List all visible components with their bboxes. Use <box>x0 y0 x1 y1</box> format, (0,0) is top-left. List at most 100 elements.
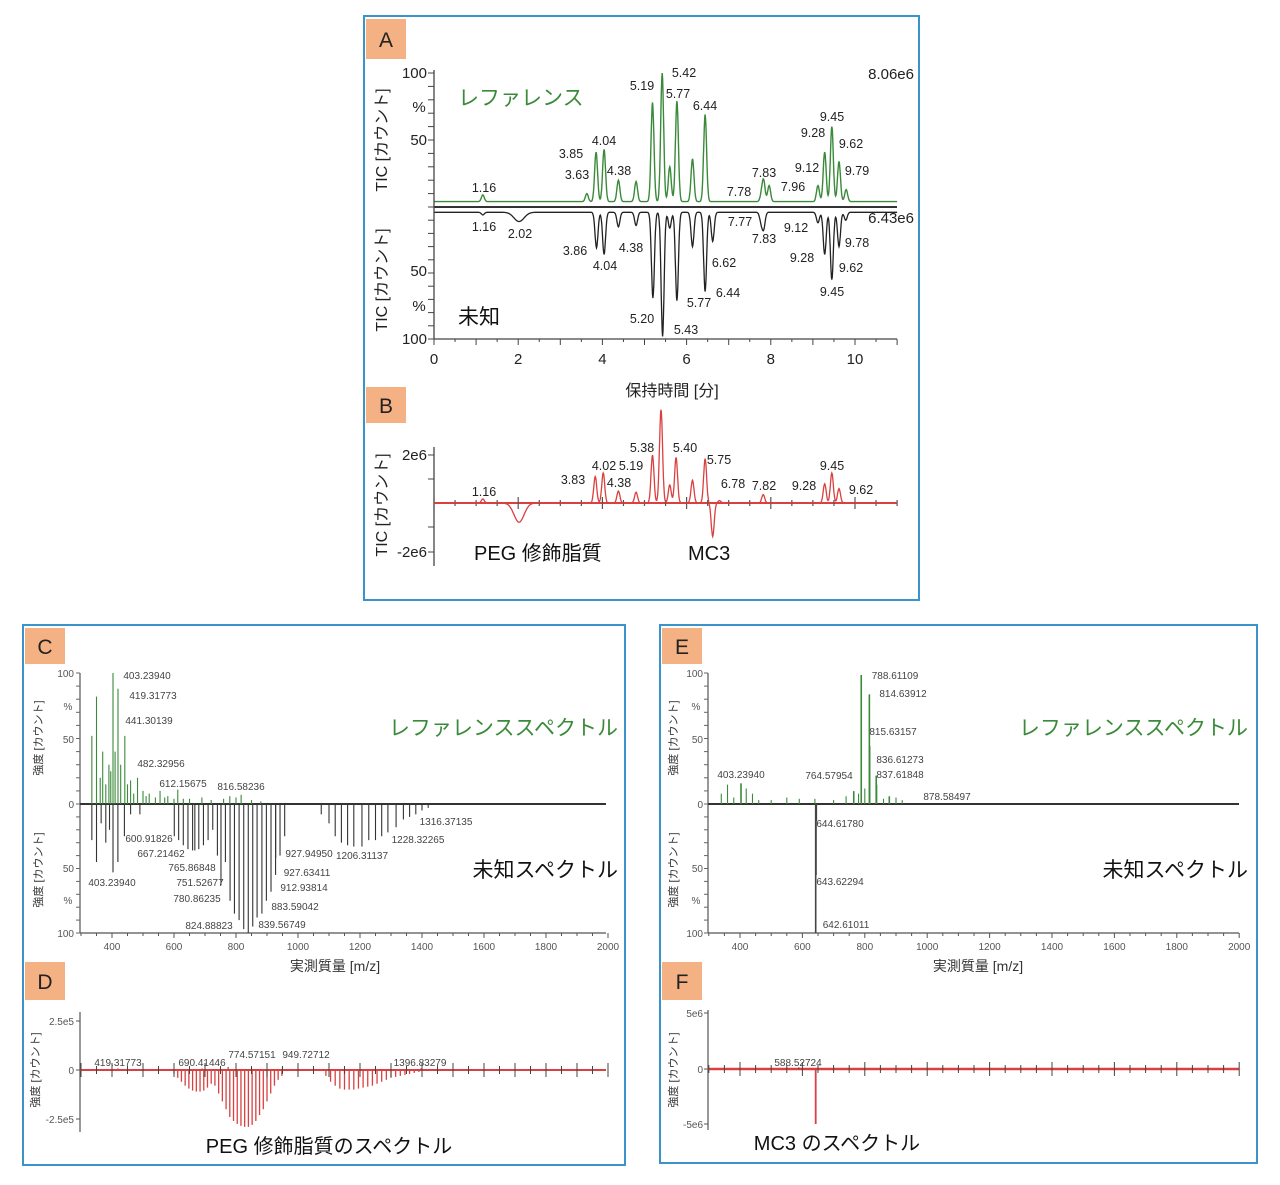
unknown-chromatogram-trace <box>434 211 898 337</box>
c-bottom-ylabel: 強度 [カウント] <box>31 832 45 907</box>
unknown-peak-label: 7.83 <box>752 232 776 246</box>
reference-spectrum-peak-label: 764.57954 <box>805 771 853 782</box>
f-ylabel: 強度 [カウント] <box>666 1032 680 1107</box>
reference-peak-label: 3.63 <box>565 168 589 182</box>
a-ytick-50: 50 <box>410 132 427 149</box>
a-xtick-label: 0 <box>430 351 438 368</box>
c-top-ytick-label: 50 <box>63 735 75 746</box>
a-xtick-label: 6 <box>682 351 690 368</box>
unknown-peak-label: 4.04 <box>593 259 617 273</box>
unknown-peak-label: 6.44 <box>716 286 740 300</box>
unknown-spectrum-peak-label: 883.59042 <box>271 902 319 913</box>
reference-peak-label: 9.12 <box>795 161 819 175</box>
c-bottom-yunit: % <box>64 896 73 907</box>
difference-spectrum-peak-label: 949.72712 <box>282 1050 330 1061</box>
reference-spectrum-peak-label: 878.58497 <box>923 792 971 803</box>
reference-spectrum-peak-label: 612.15675 <box>159 779 207 790</box>
difference-peak-label: 9.62 <box>849 483 873 497</box>
a-bottom-ylabel: TIC [カウント] <box>373 228 391 331</box>
c-reference-name: レファレンススペクトル <box>389 717 618 740</box>
f-caption: MC3 のスペクトル <box>754 1132 920 1155</box>
panel-tag-f-text: F <box>676 971 689 994</box>
difference-chromatogram-trace <box>434 409 898 539</box>
panel-tag-e <box>662 628 702 664</box>
d-ytick-label: 0 <box>68 1066 74 1077</box>
difference-peak-label: 7.82 <box>752 479 776 493</box>
a-xlabel: 保持時間 [分] <box>625 382 718 400</box>
c-xtick-label: 1800 <box>535 942 558 953</box>
reference-peak-label: 9.79 <box>845 164 869 178</box>
unknown-spectrum-peak-label: 839.56749 <box>258 920 306 931</box>
reference-peak-label: 7.96 <box>781 180 805 194</box>
difference-peak-label: 9.28 <box>792 479 816 493</box>
a-ytick-50-bottom: 50 <box>410 263 427 280</box>
panel-tag-d-text: D <box>37 971 52 994</box>
difference-spectrum-peak-label: 419.31773 <box>94 1058 142 1069</box>
reference-peak-label: 5.42 <box>672 66 696 80</box>
reference-spectrum-peak-label: 403.23940 <box>123 671 171 682</box>
a-unknown-name: 未知 <box>458 306 500 329</box>
panel-tag-a <box>366 19 406 59</box>
unknown-spectrum-peak-label: 765.86848 <box>168 863 216 874</box>
c-top-yunit: % <box>64 702 73 713</box>
difference-peak-label: 3.83 <box>561 473 585 487</box>
c-xtick-label: 1400 <box>411 942 434 953</box>
reference-peak-label: 7.78 <box>727 185 751 199</box>
e-top-yunit: % <box>692 702 701 713</box>
a-top-yunit: % <box>412 99 425 116</box>
c-top-ytick-label: 100 <box>57 669 74 680</box>
difference-peak-label: 9.45 <box>820 459 844 473</box>
unknown-peak-label: 9.45 <box>820 285 844 299</box>
c-xtick-label: 2000 <box>597 942 620 953</box>
d-ytick-label: -2.5e5 <box>46 1115 75 1126</box>
b-ytick-pos: 2e6 <box>402 447 427 464</box>
reference-peak-label: 4.04 <box>592 134 616 148</box>
reference-peak-label: 5.19 <box>630 79 654 93</box>
unknown-spectrum-peak-label: 751.52677 <box>176 878 224 889</box>
unknown-peak-label: 5.20 <box>630 312 654 326</box>
e-xtick-label: 1400 <box>1041 942 1064 953</box>
a-xtick-label: 2 <box>514 351 522 368</box>
unknown-spectrum-peak-label: 1316.37135 <box>420 817 473 828</box>
reference-peak-label: 5.77 <box>666 87 690 101</box>
reference-chromatogram-trace <box>434 72 898 203</box>
a-bottom-max-intensity: 6.43e6 <box>868 210 914 227</box>
e-xtick-label: 2000 <box>1228 942 1251 953</box>
b-ylabel: TIC [カウント] <box>373 453 391 556</box>
reference-peak-label: 9.62 <box>839 137 863 151</box>
unknown-spectrum-peak-label: 1206.31137 <box>336 851 389 862</box>
reference-peak-label: 3.85 <box>559 147 583 161</box>
reference-spectrum-peak-label: 816.58236 <box>217 782 265 793</box>
e-xtick-label: 1800 <box>1166 942 1189 953</box>
unknown-peak-label: 5.77 <box>687 296 711 310</box>
d-ylabel: 強度 [カウント] <box>28 1032 42 1107</box>
unknown-peak-label: 2.02 <box>508 227 532 241</box>
a-reference-name: レファレンス <box>458 87 584 110</box>
e-bottom-yunit: % <box>692 896 701 907</box>
unknown-peak-label: 6.62 <box>712 256 736 270</box>
unknown-peak-label: 9.28 <box>790 251 814 265</box>
unknown-peak-label: 9.62 <box>839 261 863 275</box>
a-top-max-intensity: 8.06e6 <box>868 66 914 83</box>
panel-tag-e-text: E <box>675 636 689 659</box>
e-xtick-label: 600 <box>794 942 811 953</box>
e-xtick-label: 1200 <box>978 942 1001 953</box>
f-ytick-label: 0 <box>697 1065 703 1076</box>
difference-peak-label: 6.78 <box>721 477 745 491</box>
unknown-spectrum-peak-label: 927.63411 <box>284 868 331 879</box>
a-ytick-100-bottom: 100 <box>402 331 427 348</box>
c-top-ylabel: 強度 [カウント] <box>31 700 45 775</box>
a-xtick-label: 10 <box>847 351 864 368</box>
e-top-ytick-label: 100 <box>686 669 703 680</box>
unknown-spectrum-peak-label: 927.94950 <box>285 849 333 860</box>
e-reference-name: レファレンススペクトル <box>1019 717 1248 740</box>
reference-peak-label: 9.28 <box>801 126 825 140</box>
unknown-spectrum-peak-label: 824.88823 <box>185 921 233 932</box>
f-ytick-label: -5e6 <box>683 1120 703 1131</box>
unknown-peak-label: 9.12 <box>784 221 808 235</box>
e-bottom-ylabel: 強度 [カウント] <box>666 832 680 907</box>
reference-spectrum-peak-label: 814.63912 <box>879 689 927 700</box>
unknown-spectrum-peak-label: 780.86235 <box>173 894 221 905</box>
e-bottom-ytick-label: 50 <box>692 864 704 875</box>
